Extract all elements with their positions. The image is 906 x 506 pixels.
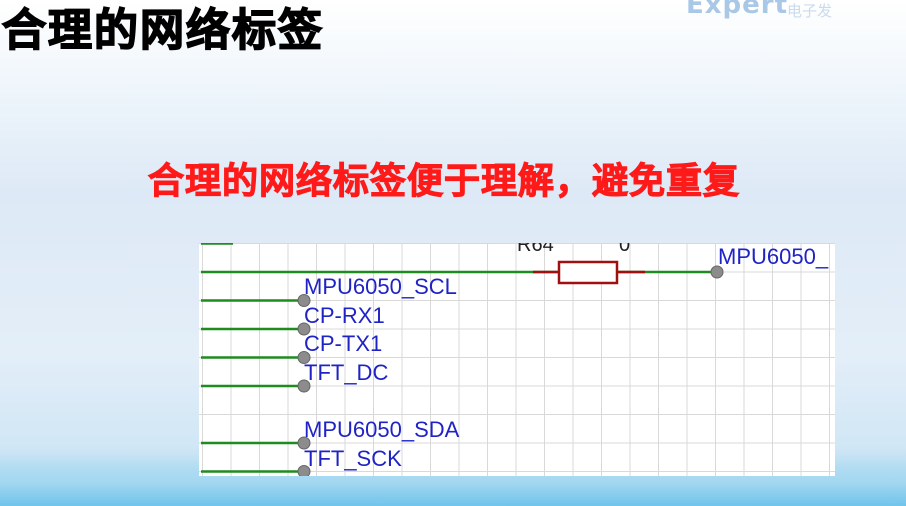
pin-dot-sck[interactable]	[297, 465, 311, 477]
resistor-designator: R64	[517, 243, 554, 256]
resistor-r64[interactable]	[557, 260, 619, 285]
net-label-sda[interactable]: MPU6050_SDA	[304, 417, 460, 442]
brand-sub-text: 电子发	[787, 2, 833, 20]
net-label-scl[interactable]: MPU6050_SCL	[304, 274, 457, 299]
pin-dot-scl[interactable]	[297, 294, 311, 307]
slide-title: 合理的网络标签	[1, 4, 324, 57]
resistor-value: 0	[619, 243, 631, 256]
schematic-wires	[201, 243, 724, 477]
slide-subtitle: 合理的网络标签便于理解，避免重复	[148, 161, 741, 203]
pin-dot-dc[interactable]	[297, 379, 311, 393]
schematic-view: R64 0 MPU6050_ MPU6050_SCL CP-RX1 CP-TX1…	[199, 243, 835, 476]
net-label-mpu-right[interactable]: MPU6050_	[718, 244, 829, 269]
net-label-sck[interactable]: TFT_SCK	[304, 446, 402, 471]
net-label-dc[interactable]: TFT_DC	[304, 360, 389, 385]
pin-dot-mpu-right[interactable]	[710, 265, 724, 279]
net-label-rx[interactable]: CP-RX1	[304, 303, 385, 328]
brand-logo: Expert	[686, 0, 788, 20]
pin-dot-sda[interactable]	[297, 436, 311, 450]
brand-logo-text: Expert	[686, 0, 789, 20]
net-label-tx[interactable]: CP-TX1	[304, 331, 383, 356]
pin-dot-rx[interactable]	[297, 322, 311, 336]
pin-dot-tx[interactable]	[297, 351, 311, 364]
